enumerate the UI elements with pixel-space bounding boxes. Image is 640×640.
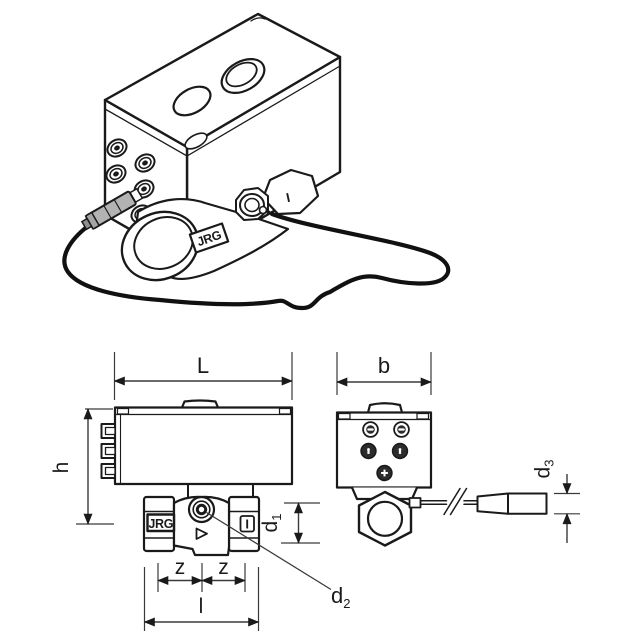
port-mark-isometric: I bbox=[285, 190, 292, 205]
valve-body-front: JRG I bbox=[142, 495, 261, 557]
dimension-l: l bbox=[143, 567, 260, 631]
cable-and-connector bbox=[408, 487, 548, 516]
break-symbol bbox=[443, 487, 461, 516]
dim-label-d3: d3 bbox=[532, 460, 557, 479]
side-view: b bbox=[335, 352, 580, 547]
dim-label-l: l bbox=[199, 595, 204, 618]
side-connector-stubs bbox=[100, 423, 116, 479]
actuator-box-side bbox=[335, 402, 433, 489]
dimension-d1: d1 bbox=[259, 502, 320, 544]
valve-body-side bbox=[350, 486, 419, 547]
dimension-L: L bbox=[113, 352, 293, 400]
dimension-h: h bbox=[50, 408, 114, 525]
front-view: L h bbox=[50, 352, 350, 631]
pipe-opening bbox=[120, 210, 200, 282]
dim-label-b: b bbox=[378, 353, 390, 378]
flow-direction-triangle bbox=[195, 527, 208, 540]
dim-label-d1: d1 bbox=[259, 514, 284, 533]
port-mark-front: I bbox=[245, 517, 249, 532]
dim-label-L: L bbox=[197, 353, 209, 378]
actuator-box-front bbox=[100, 399, 294, 498]
connector-plug bbox=[476, 492, 509, 515]
valve-end-fitting bbox=[261, 168, 320, 216]
valve-stem-boss bbox=[187, 495, 216, 524]
sensor-boss bbox=[235, 187, 271, 221]
dim-label-h: h bbox=[50, 462, 73, 474]
valve-body-isometric: JRG I bbox=[120, 168, 320, 282]
brand-plate-isometric: JRG bbox=[188, 222, 230, 254]
brand-label-front: JRG bbox=[148, 517, 173, 531]
brand-plate-front: JRG bbox=[146, 513, 176, 533]
dimension-d3: d3 bbox=[532, 460, 580, 543]
dim-label-z-left: z bbox=[175, 556, 186, 579]
actuator-top-buttons bbox=[172, 17, 266, 150]
dimension-d2: d2 bbox=[206, 511, 350, 611]
port-mark-plate: I bbox=[239, 515, 255, 533]
sensor-cable bbox=[62, 211, 451, 311]
sensor-probe bbox=[80, 187, 144, 231]
dimension-z: z z bbox=[157, 556, 246, 592]
dim-label-d2: d2 bbox=[331, 583, 350, 611]
isometric-view: JRG I bbox=[62, 12, 451, 311]
dimension-b: b bbox=[336, 352, 432, 395]
cover-screws bbox=[360, 421, 410, 482]
dim-label-z-right: z bbox=[218, 556, 229, 579]
